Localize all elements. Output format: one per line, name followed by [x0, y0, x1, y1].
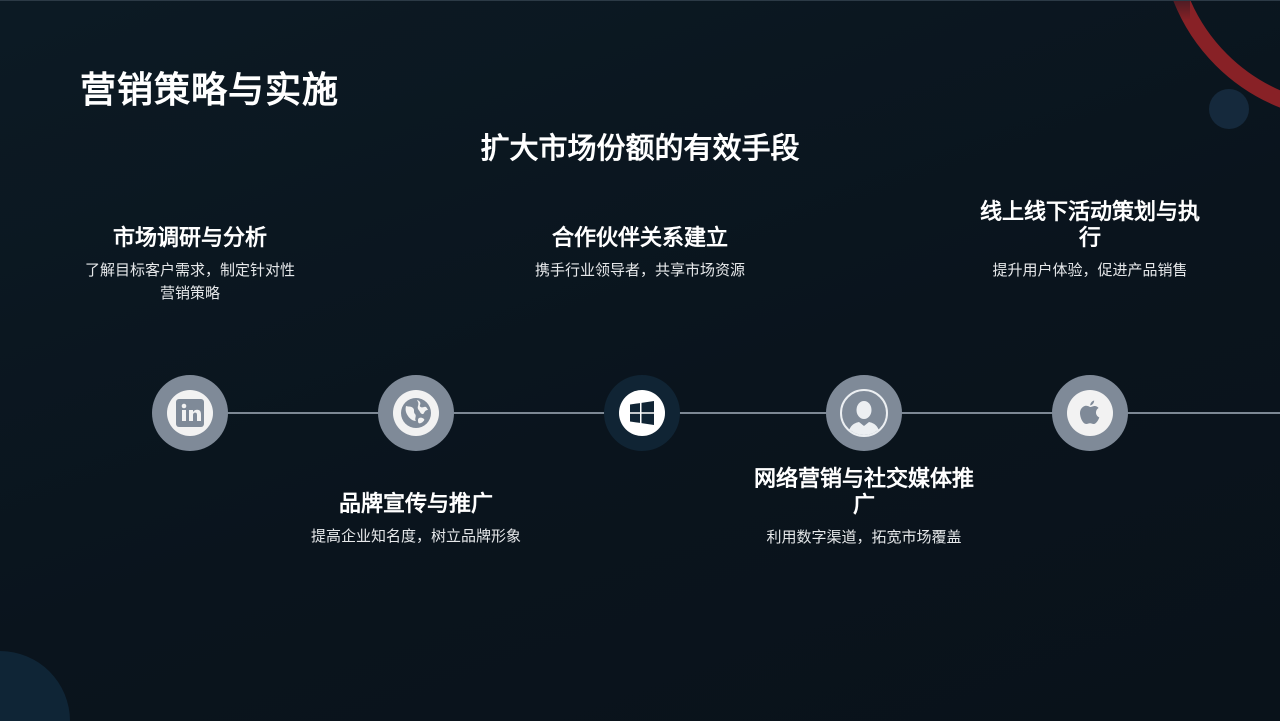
- timeline-item-5: 线上线下活动策划与执行 提升用户体验，促进产品销售: [975, 199, 1205, 282]
- timeline-line: [190, 412, 1280, 414]
- timeline-item-1: 市场调研与分析 了解目标客户需求，制定针对性营销策略: [75, 225, 305, 305]
- timeline-item-3: 合作伙伴关系建立 携手行业领导者，共享市场资源: [525, 225, 755, 282]
- timeline-node-4: [826, 375, 902, 451]
- timeline-node-3: [604, 375, 680, 451]
- item-description: 携手行业领导者，共享市场资源: [534, 262, 745, 279]
- decorative-circle-top: [1209, 89, 1249, 129]
- item-heading: 合作伙伴关系建立: [551, 225, 728, 250]
- page-title: 营销策略与实施: [80, 69, 340, 110]
- item-description: 提高企业知名度，树立品牌形象: [310, 528, 521, 545]
- decorative-arc-fade: [1150, 1, 1190, 21]
- timeline-item-2: 品牌宣传与推广 提高企业知名度，树立品牌形象: [301, 491, 531, 548]
- item-heading: 品牌宣传与推广: [338, 491, 493, 516]
- timeline-node-5: [1052, 375, 1128, 451]
- apple-icon: [1067, 390, 1113, 436]
- item-heading: 网络营销与社交媒体推广: [753, 466, 974, 517]
- windows-icon: [619, 390, 665, 436]
- timeline-node-1: [152, 375, 228, 451]
- decorative-circle-bottom: [0, 651, 70, 721]
- timeline-node-2: [378, 375, 454, 451]
- page-subtitle: 扩大市场份额的有效手段: [480, 133, 800, 165]
- item-heading: 线上线下活动策划与执行: [979, 199, 1200, 250]
- item-heading: 市场调研与分析: [112, 225, 267, 250]
- globe-icon: [393, 390, 439, 436]
- item-description: 了解目标客户需求，制定针对性营销策略: [84, 262, 295, 302]
- item-description: 提升用户体验，促进产品销售: [992, 262, 1188, 279]
- timeline-item-4: 网络营销与社交媒体推广 利用数字渠道，拓宽市场覆盖: [749, 466, 979, 549]
- user-icon: [840, 389, 888, 437]
- item-description: 利用数字渠道，拓宽市场覆盖: [766, 529, 962, 546]
- linkedin-icon: [167, 390, 213, 436]
